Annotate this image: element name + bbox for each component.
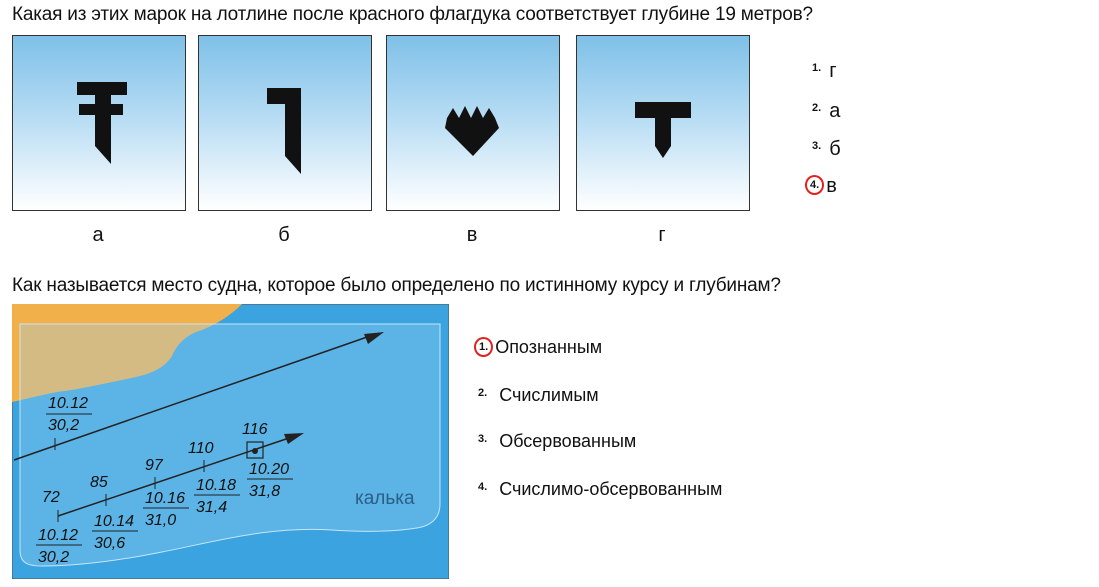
card-g-image xyxy=(576,35,750,211)
tracing-label: калька xyxy=(355,488,415,509)
q1-option-2-text: а xyxy=(829,100,841,122)
q1-option-3[interactable]: 3. б xyxy=(812,138,841,161)
depth-72: 72 xyxy=(42,489,60,506)
fraction-3-num: 10.16 xyxy=(145,490,185,507)
fraction-3-den: 31,0 xyxy=(145,512,176,529)
fraction-2-num: 10.14 xyxy=(94,513,134,530)
t-spike-mark-icon xyxy=(635,102,691,158)
card-a-image xyxy=(12,35,186,211)
q2-option-1-selected[interactable]: 1.Опознанным xyxy=(474,337,602,358)
arrow-head-upper-icon xyxy=(364,332,384,344)
q1-option-1-text: г xyxy=(829,60,837,82)
q2-option-4-number: 4. xyxy=(478,481,488,493)
q1-option-2[interactable]: 2. а xyxy=(812,100,840,123)
course-line-upper xyxy=(13,335,371,461)
chart-tracing-map: 10.12 30,2 72 85 97 110 116 10.12 30,2 1… xyxy=(12,304,449,579)
card-a-label: а xyxy=(92,224,104,246)
t-cross-notch-mark-icon xyxy=(77,82,127,164)
q2-option-1-number: 1. xyxy=(474,337,494,357)
q1-option-3-number: 3. xyxy=(812,140,822,152)
fix-square xyxy=(246,441,264,459)
fraction-5-den: 31,8 xyxy=(249,483,280,500)
fraction-1-den: 30,2 xyxy=(38,549,69,566)
fraction-5-num: 10.20 xyxy=(249,461,289,478)
fraction-4-den: 31,4 xyxy=(196,499,227,516)
q1-option-3-text: б xyxy=(829,138,841,160)
depth-110: 110 xyxy=(188,440,214,457)
q2-option-3-text: Обсервованным xyxy=(499,431,637,451)
q2-option-4[interactable]: 4. Счислимо-обсервованным xyxy=(478,479,722,500)
fraction-2-den: 30,6 xyxy=(94,535,125,552)
q2-option-3-number: 3. xyxy=(478,433,488,445)
fix-point xyxy=(252,448,258,454)
upper-annot-num: 10.12 xyxy=(48,395,88,412)
q2-option-2[interactable]: 2. Счислимым xyxy=(478,385,599,406)
q2-option-1-text: Опознанным xyxy=(495,337,603,357)
card-b-image xyxy=(198,35,372,211)
q1-option-4-text: в xyxy=(826,175,837,197)
crown-triangle-mark-icon xyxy=(445,106,499,156)
card-v-image xyxy=(386,35,560,211)
q1-option-1[interactable]: 1. г xyxy=(812,60,836,83)
depth-85: 85 xyxy=(90,474,108,491)
land-area xyxy=(12,304,242,402)
fraction-4-num: 10.18 xyxy=(196,477,236,494)
upper-annot-den: 30,2 xyxy=(48,417,79,434)
card-b-label: б xyxy=(278,224,290,246)
q1-option-2-number: 2. xyxy=(812,102,822,114)
hook-mark-icon xyxy=(267,88,301,174)
card-v-label: в xyxy=(466,224,478,246)
q2-option-4-text: Счислимо-обсервованным xyxy=(499,479,723,499)
q2-option-3[interactable]: 3. Обсервованным xyxy=(478,431,636,452)
fraction-1-num: 10.12 xyxy=(38,527,78,544)
tracing-paper xyxy=(19,323,441,567)
question-1-title: Какая из этих марок на лотлине после кра… xyxy=(12,4,813,25)
q1-option-4-selected[interactable]: 4.в xyxy=(805,175,837,198)
arrow-head-lower-icon xyxy=(284,433,304,444)
q2-option-2-text: Счислимым xyxy=(499,385,599,405)
depth-97: 97 xyxy=(145,457,164,474)
q2-option-2-number: 2. xyxy=(478,387,488,399)
question-2-title: Как называется место судна, которое было… xyxy=(12,275,781,296)
q1-option-4-number: 4. xyxy=(805,175,825,195)
q1-option-1-number: 1. xyxy=(812,62,822,74)
depth-116: 116 xyxy=(242,421,268,438)
card-g-label: г xyxy=(658,224,666,246)
